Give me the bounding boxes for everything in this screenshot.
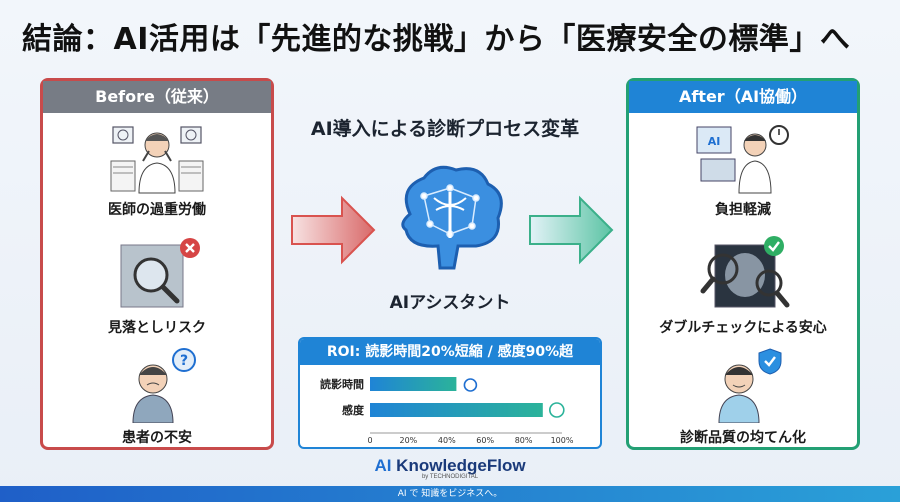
after-item-label: 負担軽減 — [715, 202, 771, 218]
tick-label: 20% — [400, 436, 418, 445]
worried-patient-icon: ? — [109, 348, 205, 424]
brand-byline: by TECHNODIGITAL — [421, 474, 479, 480]
tick-label: 100% — [551, 436, 574, 445]
bar-label: 読影時間 — [320, 377, 364, 391]
svg-text:?: ? — [180, 353, 188, 369]
svg-text:AI: AI — [708, 135, 721, 148]
arrow-right-icon — [291, 195, 376, 265]
tick-label: 40% — [438, 436, 456, 445]
doctor-computer-icon: AI — [695, 121, 791, 195]
ai-brain-icon — [380, 158, 520, 278]
ai-assistant-label: AIアシスタント — [389, 293, 511, 313]
after-panel: After（AI協働） AI 負担軽減 — [626, 78, 860, 450]
bar — [370, 403, 543, 417]
error-x-icon — [180, 238, 200, 258]
shield-check-icon — [758, 348, 782, 375]
after-header: After（AI協働） — [629, 81, 857, 113]
before-item-anxiety: ? 患者の不安 — [43, 348, 271, 447]
after-item-relief: AI 負担軽減 — [629, 121, 857, 219]
overworked-doctor-icon — [109, 121, 205, 195]
bar — [370, 377, 457, 391]
before-item-overwork: 医師の過重労働 — [43, 121, 271, 219]
question-icon: ? — [172, 348, 196, 372]
roi-chart: ROI: 読影時間20%短縮 / 感度90%超 読影時間感度 0 20% 40% 60%… — [298, 337, 602, 449]
after-item-quality: 診断品質の均てん化 — [629, 348, 857, 447]
before-header: Before（従来） — [43, 81, 271, 113]
tick-label: 60% — [476, 436, 494, 445]
stopwatch-icon — [463, 378, 478, 392]
after-item-label: 診断品質の均てん化 — [680, 430, 806, 446]
footer-tagline: AI で 知識をビジネスへ。 — [0, 486, 900, 502]
check-icon — [764, 236, 784, 256]
roi-title: ROI: 読影時間20%短縮 / 感度90%超 — [300, 339, 600, 365]
brain-scan-magnifier-icon — [695, 236, 791, 313]
bar-label: 感度 — [342, 403, 365, 417]
page-title: 結論：AI活用は「先進的な挑戦」から「医療安全の標準」へ — [22, 22, 851, 57]
before-item-label: 患者の不安 — [122, 430, 192, 446]
center-title: AI導入による診断プロセス変革 — [310, 118, 580, 140]
before-panel: Before（従来） 医師の過重労働 — [40, 78, 274, 450]
reassured-patient-icon — [695, 348, 791, 424]
arrow-right-icon — [529, 195, 614, 265]
before-item-label: 見落としリスク — [108, 320, 206, 336]
before-item-oversight: 見落としリスク — [43, 238, 271, 337]
after-item-doublecheck: ダブルチェックによる安心 — [629, 236, 857, 337]
before-item-label: 医師の過重労働 — [108, 202, 206, 218]
after-item-label: ダブルチェックによる安心 — [659, 320, 827, 336]
tick-label: 0 — [367, 436, 372, 445]
target-icon — [548, 402, 565, 418]
magnifier-xray-icon — [109, 238, 205, 313]
brand-name: AI KnowledgeFlow — [374, 456, 526, 475]
tick-label: 80% — [515, 436, 533, 445]
brand-logo: AI KnowledgeFlow by TECHNODIGITAL — [360, 456, 540, 480]
